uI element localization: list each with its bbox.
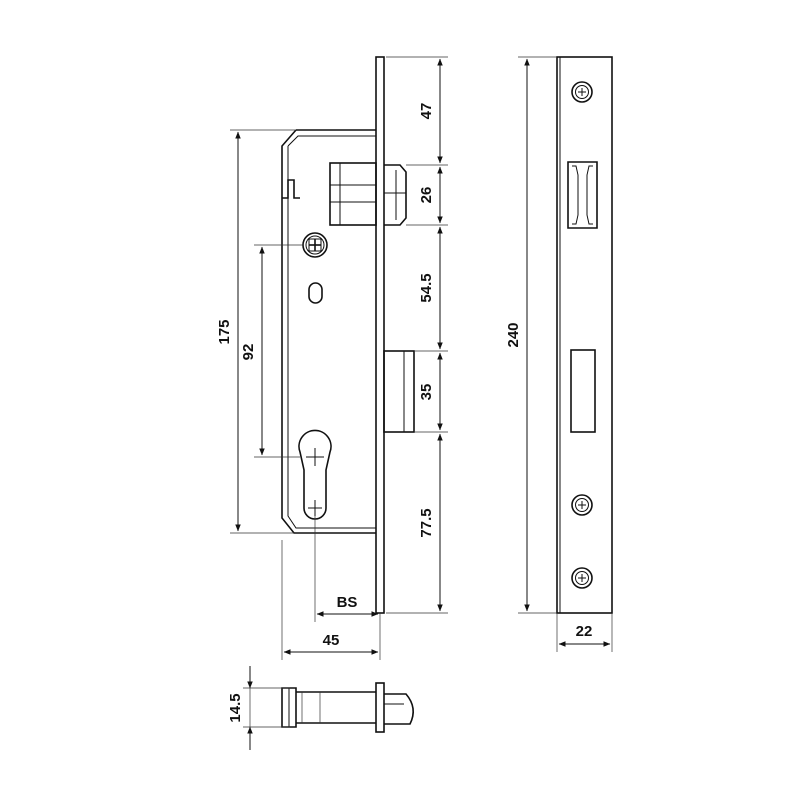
follower-hub	[302, 232, 328, 258]
latch-top-view	[281, 682, 414, 733]
dim-54-5: 54.5	[418, 273, 435, 302]
faceplate-front-view	[556, 56, 613, 614]
lock-body-side-view	[281, 56, 415, 614]
faceplate-outline	[556, 56, 613, 614]
dimension-lines	[230, 56, 613, 750]
faceplate-side	[375, 56, 385, 614]
dim-bs: BS	[337, 594, 358, 611]
deadbolt	[383, 350, 415, 433]
screw-bottom	[571, 567, 593, 589]
screw-middle	[571, 494, 593, 516]
screw-slot	[308, 282, 323, 304]
dim-45: 45	[323, 632, 340, 649]
latch-opening	[567, 161, 598, 229]
dim-47: 47	[418, 103, 435, 120]
dimension-labels: 47 26 54.5 35 77.5 175 92 240 22 BS 45 1…	[216, 103, 592, 723]
dim-77-5: 77.5	[418, 508, 435, 537]
dim-22: 22	[576, 623, 593, 640]
screw-top	[571, 81, 593, 103]
dim-26: 26	[418, 187, 435, 204]
cylinder-cutout	[298, 429, 332, 520]
deadbolt-opening	[570, 349, 596, 433]
latch-bolt	[329, 162, 407, 226]
dim-92: 92	[240, 344, 257, 361]
dim-175: 175	[216, 319, 233, 344]
lock-case	[281, 129, 376, 534]
dim-240: 240	[505, 322, 522, 347]
dim-14-5: 14.5	[227, 693, 244, 722]
dim-35: 35	[418, 384, 435, 401]
